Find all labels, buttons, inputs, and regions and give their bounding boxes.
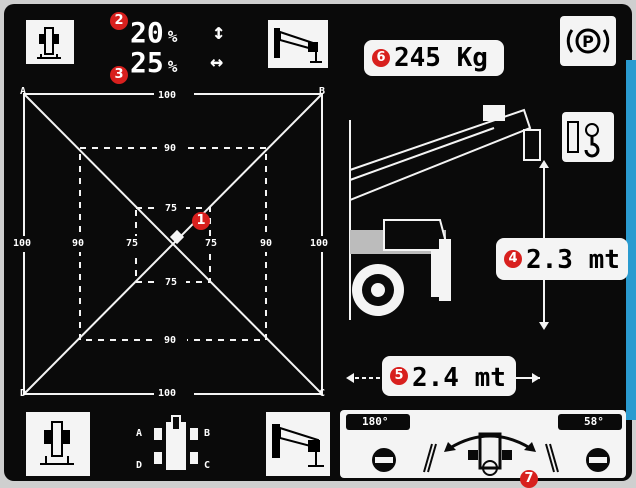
gauge-corner-b: B [319,86,326,97]
gauge-label-bottom-100: 100 [158,388,177,399]
rotation-left-angle: 180° [362,415,389,428]
rotation-right-angle-box [558,414,622,430]
parking-brake-icon: P [566,28,610,54]
gauge-label-left-75: 75 [126,238,139,249]
gauge-label-left-100: 100 [13,238,32,249]
transversal-tilt-number: 25 [130,46,164,79]
longitudinal-tilt-unit: % [167,27,178,46]
bezel-edge [626,60,636,420]
machine-side-view-bottom-button[interactable] [266,412,330,476]
reach-value: 2.4 mt [412,363,506,393]
gauge-label-left-90: 90 [72,238,85,249]
rotation-left-angle-box [346,414,410,430]
chassis-label-a: A [136,428,143,439]
transversal-tilt-value: 25% [130,48,177,82]
hook-attachment-button[interactable] [562,112,614,162]
transversal-tilt-arrow: ↔ [210,50,224,75]
badge-4: 4 [504,250,522,268]
machine-side-icon [272,424,324,467]
gauge-label-bottom-75: 75 [165,277,178,288]
longitudinal-tilt-arrow: ↕ [212,20,226,45]
badge-3: 3 [110,66,128,84]
load-value: 245 Kg [394,43,488,73]
machine-front-view-bottom-button[interactable] [26,412,90,476]
svg-text:P: P [582,32,594,51]
height-value: 2.3 mt [526,245,620,275]
rotation-right-angle: 58° [584,415,604,428]
machine-front-icon [40,421,74,465]
machine-front-icon [37,27,61,59]
machine-side-icon [274,28,322,63]
chassis-label-d: D [136,460,143,471]
gauge-label-right-75: 75 [205,238,218,249]
gauge-label-bottom-90: 90 [164,335,177,346]
gauge-label-top-90: 90 [164,143,177,154]
gauge-label-top-75: 75 [165,203,178,214]
machine-side-view-button[interactable] [268,20,328,68]
gauge-label-right-90: 90 [260,238,273,249]
badge-5: 5 [390,367,408,385]
gauge-corner-a: A [20,86,27,97]
stability-gauge [12,89,332,399]
badge-2: 2 [110,12,128,30]
badge-1: 1 [192,212,210,230]
longitudinal-tilt-value: 20% [130,18,177,52]
badge-6: 6 [372,49,390,67]
gauge-corner-c: C [319,388,326,399]
gauge-corner-d: D [20,388,27,399]
chassis-label-b: B [204,428,211,439]
rotation-diagram [372,432,610,476]
hook-icon [567,121,600,158]
reach-dimension-line [346,373,540,383]
chassis-label-c: C [204,460,211,471]
chassis-top-view-icon [154,415,198,470]
longitudinal-tilt-number: 20 [130,16,164,49]
badge-7: 7 [520,470,538,488]
gauge-label-right-100: 100 [310,238,329,249]
gauge-label-top-100: 100 [158,90,177,101]
parking-brake-indicator[interactable]: P [560,16,616,66]
machine-front-view-button[interactable] [26,20,74,64]
telehandler-illustration [349,105,541,320]
transversal-tilt-unit: % [167,57,178,76]
